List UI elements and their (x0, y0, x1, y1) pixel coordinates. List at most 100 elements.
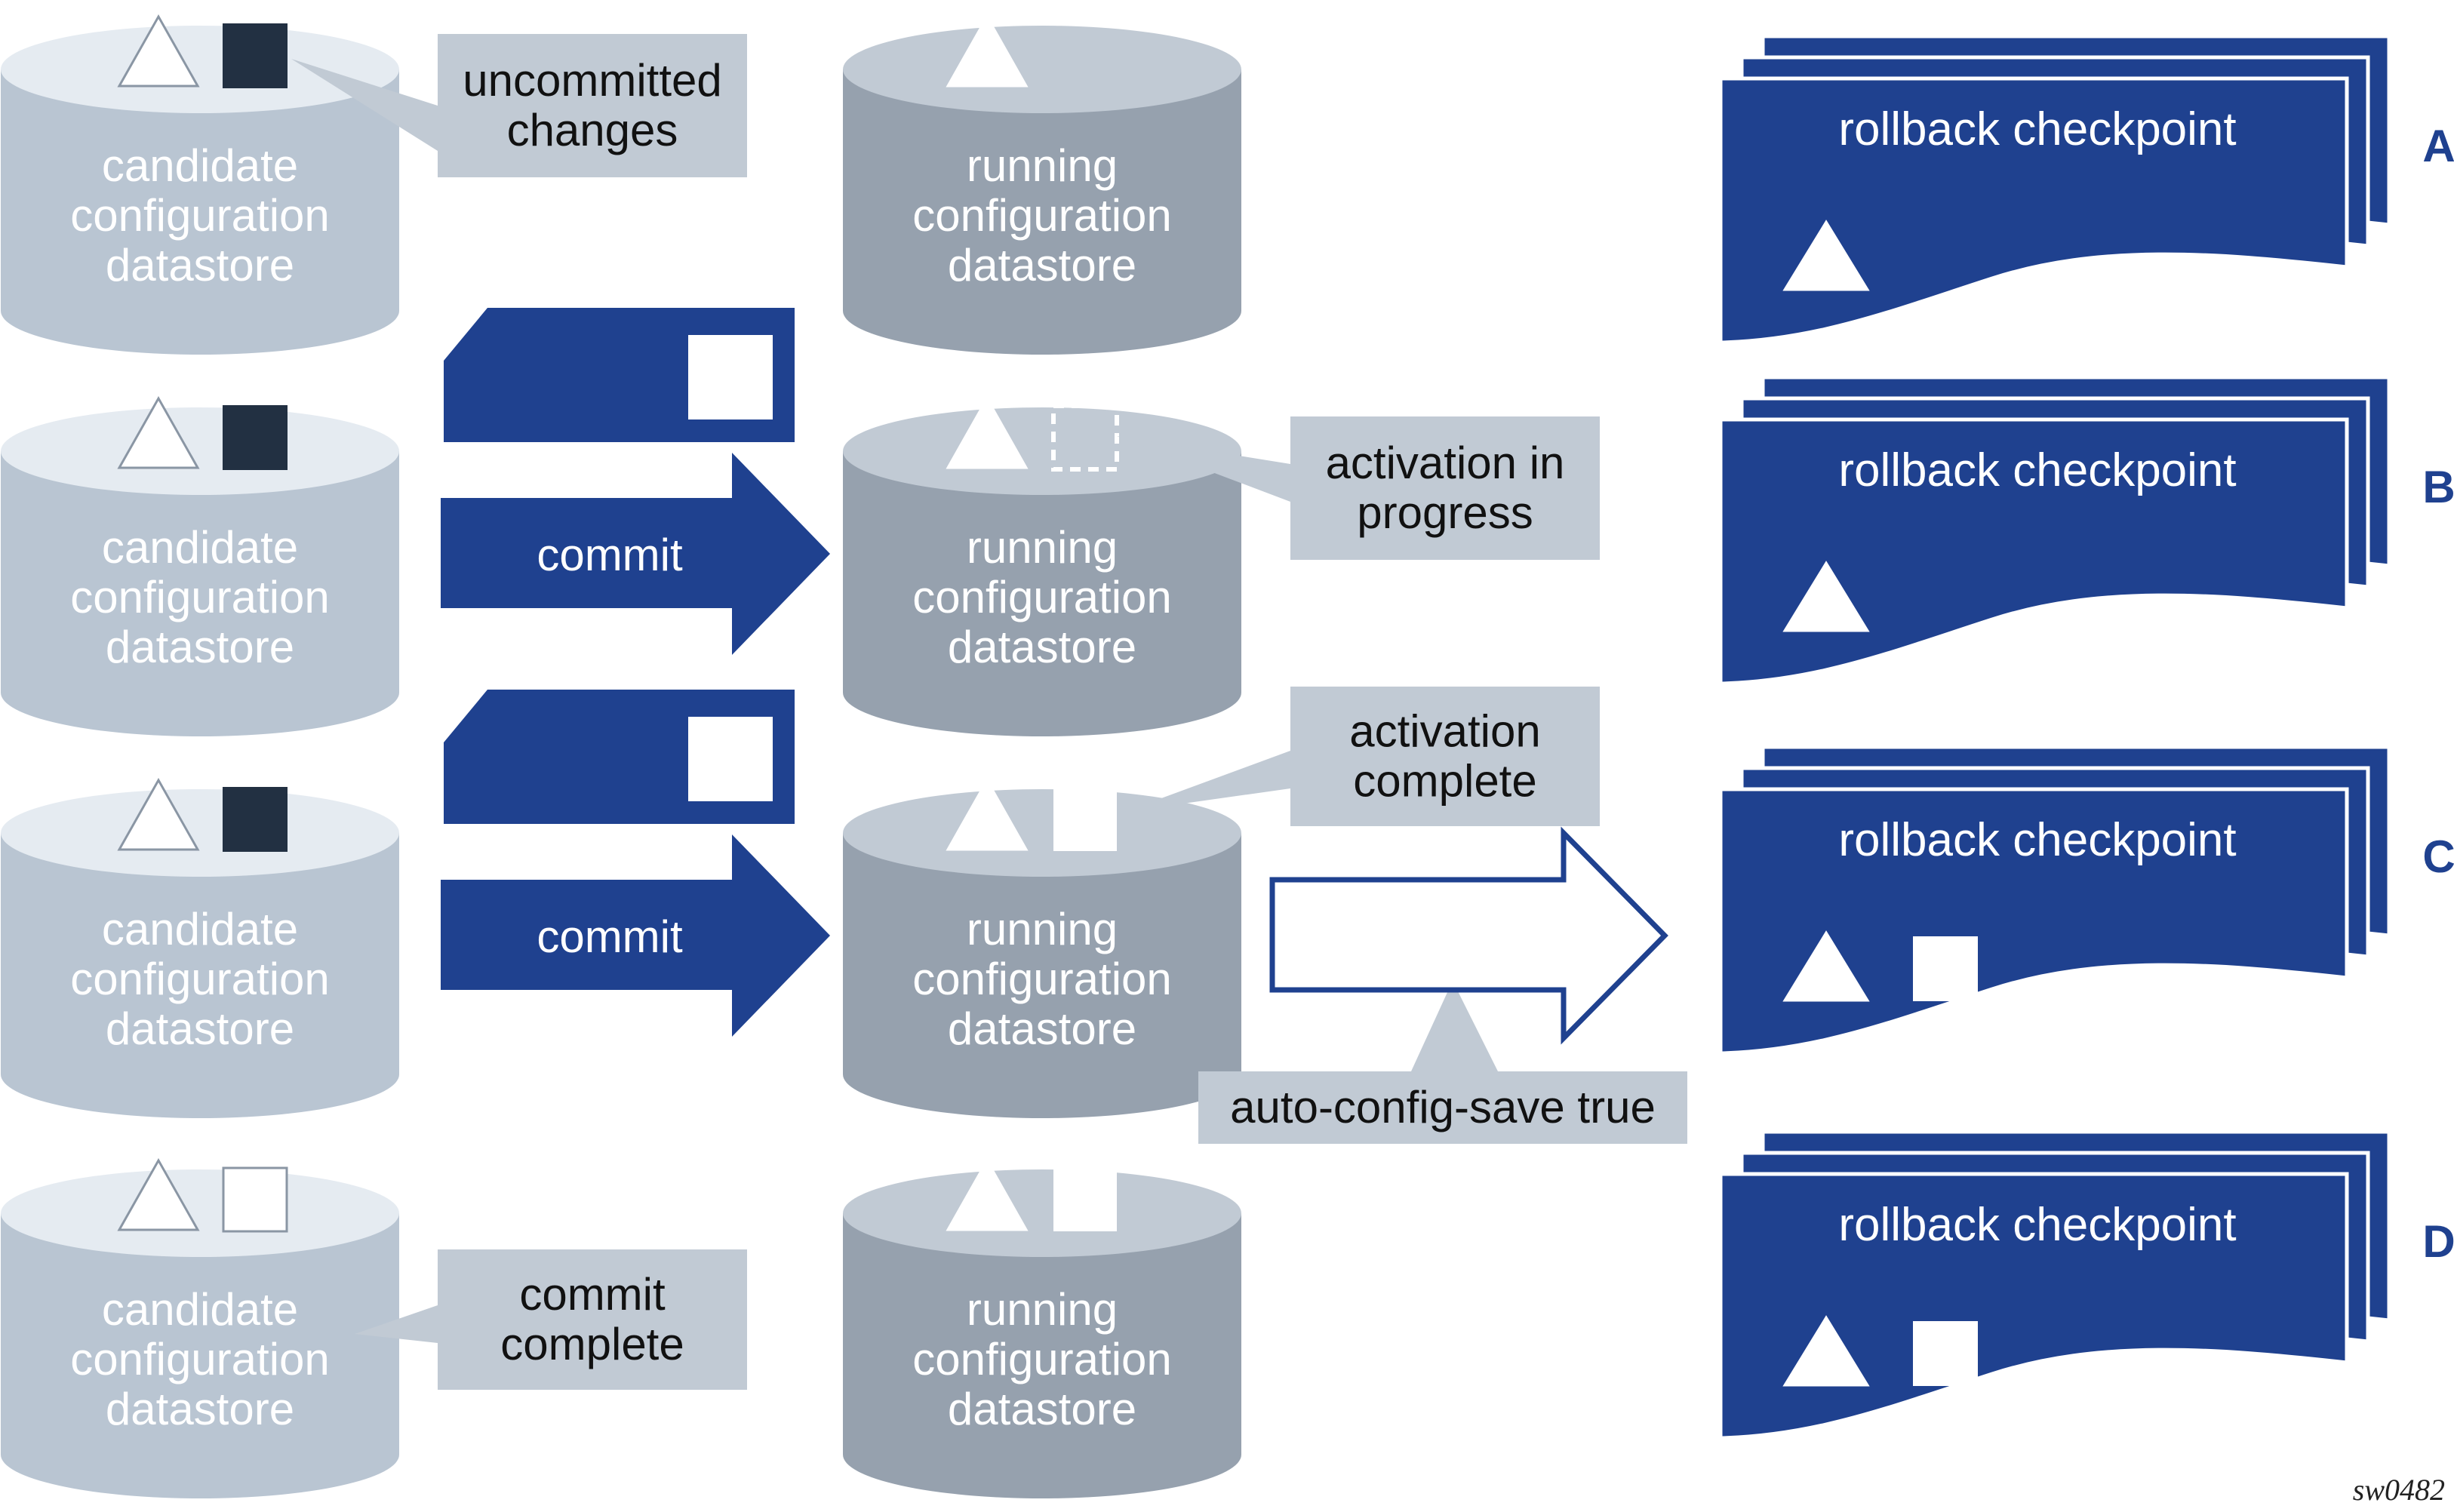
figure-id: sw0482 (2353, 1473, 2445, 1507)
callout-text: complete (500, 1319, 684, 1369)
running-datastore-top (843, 407, 1241, 495)
callout-text: progress (1357, 487, 1533, 538)
square-icon (688, 335, 773, 419)
candidate-datastore-top (1, 789, 399, 877)
candidate-datastore-label: datastore (106, 1384, 294, 1434)
triangle-icon (1782, 561, 1870, 632)
candidate-datastore-top (1, 407, 399, 495)
callout-text: complete (1353, 756, 1536, 807)
running-datastore-label: configuration (912, 1334, 1172, 1384)
running-datastore-body (843, 451, 1241, 736)
running-datastore-label: datastore (948, 1384, 1136, 1434)
running-datastore-body (843, 1213, 1241, 1498)
commit-label: commit (537, 911, 683, 962)
running-datastore-label: running (967, 904, 1118, 954)
rollback-checkpoint-label: rollback checkpoint (1838, 814, 2236, 866)
rollback-checkpoint-label: rollback checkpoint (1838, 444, 2236, 496)
callout-text: auto-config-save true (1230, 1082, 1656, 1132)
triangle-icon (946, 395, 1029, 469)
callout-text: changes (507, 105, 678, 155)
candidate-datastore-body (1, 69, 399, 355)
triangle-icon (117, 14, 200, 88)
callout-text: uncommitted (463, 55, 721, 106)
square-icon (1913, 936, 1978, 1001)
candidate-datastore-label: candidate (102, 522, 298, 573)
rollback-checkpoint-stack: rollback checkpoint A (1678, 34, 2454, 348)
triangle-icon (946, 1157, 1029, 1231)
square-icon (1053, 1168, 1117, 1231)
candidate-datastore-label: candidate (102, 140, 298, 191)
callout-box (438, 34, 747, 177)
candidate-datastore-label: configuration (70, 1334, 330, 1384)
callout-pointer (291, 59, 438, 151)
running-datastore-top (843, 1169, 1241, 1257)
callout-pointer (1411, 981, 1498, 1071)
candidate-datastore-body (1, 1213, 399, 1498)
callout-text: activation (1349, 706, 1540, 757)
commit-group: commit (441, 308, 830, 655)
square-icon (223, 405, 288, 470)
row-letter: A (2422, 121, 2454, 171)
row-letter: D (2422, 1216, 2454, 1267)
square-icon (1053, 788, 1117, 851)
rollback-checkpoint-label: rollback checkpoint (1838, 1199, 2236, 1251)
candidate-datastore-label: configuration (70, 954, 330, 1004)
square-icon (1913, 1321, 1978, 1386)
running-datastore-label: datastore (948, 1003, 1136, 1054)
candidate-datastore-label: candidate (102, 904, 298, 954)
dashed-square-icon (1051, 404, 1119, 472)
running-datastore-label: running (967, 522, 1118, 573)
running-datastore-label: datastore (948, 240, 1136, 290)
square-icon (222, 1166, 288, 1233)
callout-auto-config-save: auto-config-save true (1198, 981, 1687, 1144)
running-datastore-label: configuration (912, 190, 1172, 241)
candidate-datastore-label: candidate (102, 1284, 298, 1335)
callout-text: commit (519, 1269, 666, 1320)
rollback-checkpoint-stack: rollback checkpoint C (1678, 745, 2454, 1059)
running-datastore-label: datastore (948, 622, 1136, 672)
triangle-icon (946, 777, 1029, 851)
callout-pointer (1124, 751, 1290, 812)
square-icon (223, 787, 288, 852)
candidate-datastore-label: configuration (70, 572, 330, 622)
callout-box (1290, 687, 1600, 826)
running-datastore-top (843, 26, 1241, 113)
candidate-datastore-body (1, 833, 399, 1118)
rollback-checkpoint-label: rollback checkpoint (1838, 103, 2236, 155)
triangle-icon (946, 14, 1029, 88)
commit-label: commit (537, 530, 683, 580)
running-datastore-body (843, 833, 1241, 1118)
triangle-icon (1782, 930, 1870, 1002)
triangle-icon (1782, 220, 1870, 291)
commit-arrow (441, 834, 830, 1037)
rollback-checkpoint-stack: rollback checkpoint D (1678, 1129, 2454, 1443)
running-datastore-label: configuration (912, 954, 1172, 1004)
triangle-icon (117, 1157, 200, 1231)
callout-pointer (355, 1305, 438, 1343)
candidate-datastore-label: configuration (70, 190, 330, 241)
row-letter: C (2422, 831, 2454, 882)
auto-save-arrow (1269, 826, 1668, 1045)
square-icon (223, 23, 288, 88)
callout-box (1198, 1071, 1687, 1144)
running-datastore-label: running (967, 1284, 1118, 1335)
callout-pointer (1117, 436, 1290, 502)
candidate-datastore-body (1, 451, 399, 736)
callout-text: activation in (1326, 438, 1565, 488)
triangle-icon (1782, 1315, 1870, 1387)
candidate-datastore-label: datastore (106, 240, 294, 290)
